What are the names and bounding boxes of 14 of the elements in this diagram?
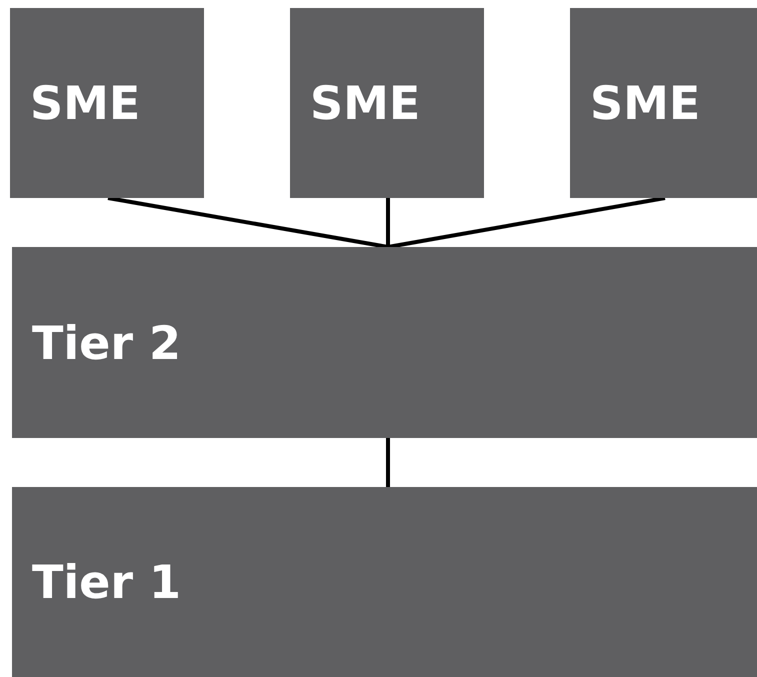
box-label: Tier 1 (31, 555, 182, 609)
connector-line (388, 196, 666, 249)
box-label: Tier 2 (31, 316, 182, 370)
box-label: SME (589, 76, 700, 130)
tier-box (12, 487, 757, 677)
box-label: SME (29, 76, 140, 130)
sme-box (10, 8, 204, 198)
tier-box (12, 247, 757, 438)
connector-line (386, 198, 390, 247)
sme-box (290, 8, 484, 198)
connector-line (386, 438, 390, 487)
box-label: SME (309, 76, 420, 130)
sme-box (570, 8, 757, 198)
connector-line (108, 196, 388, 249)
